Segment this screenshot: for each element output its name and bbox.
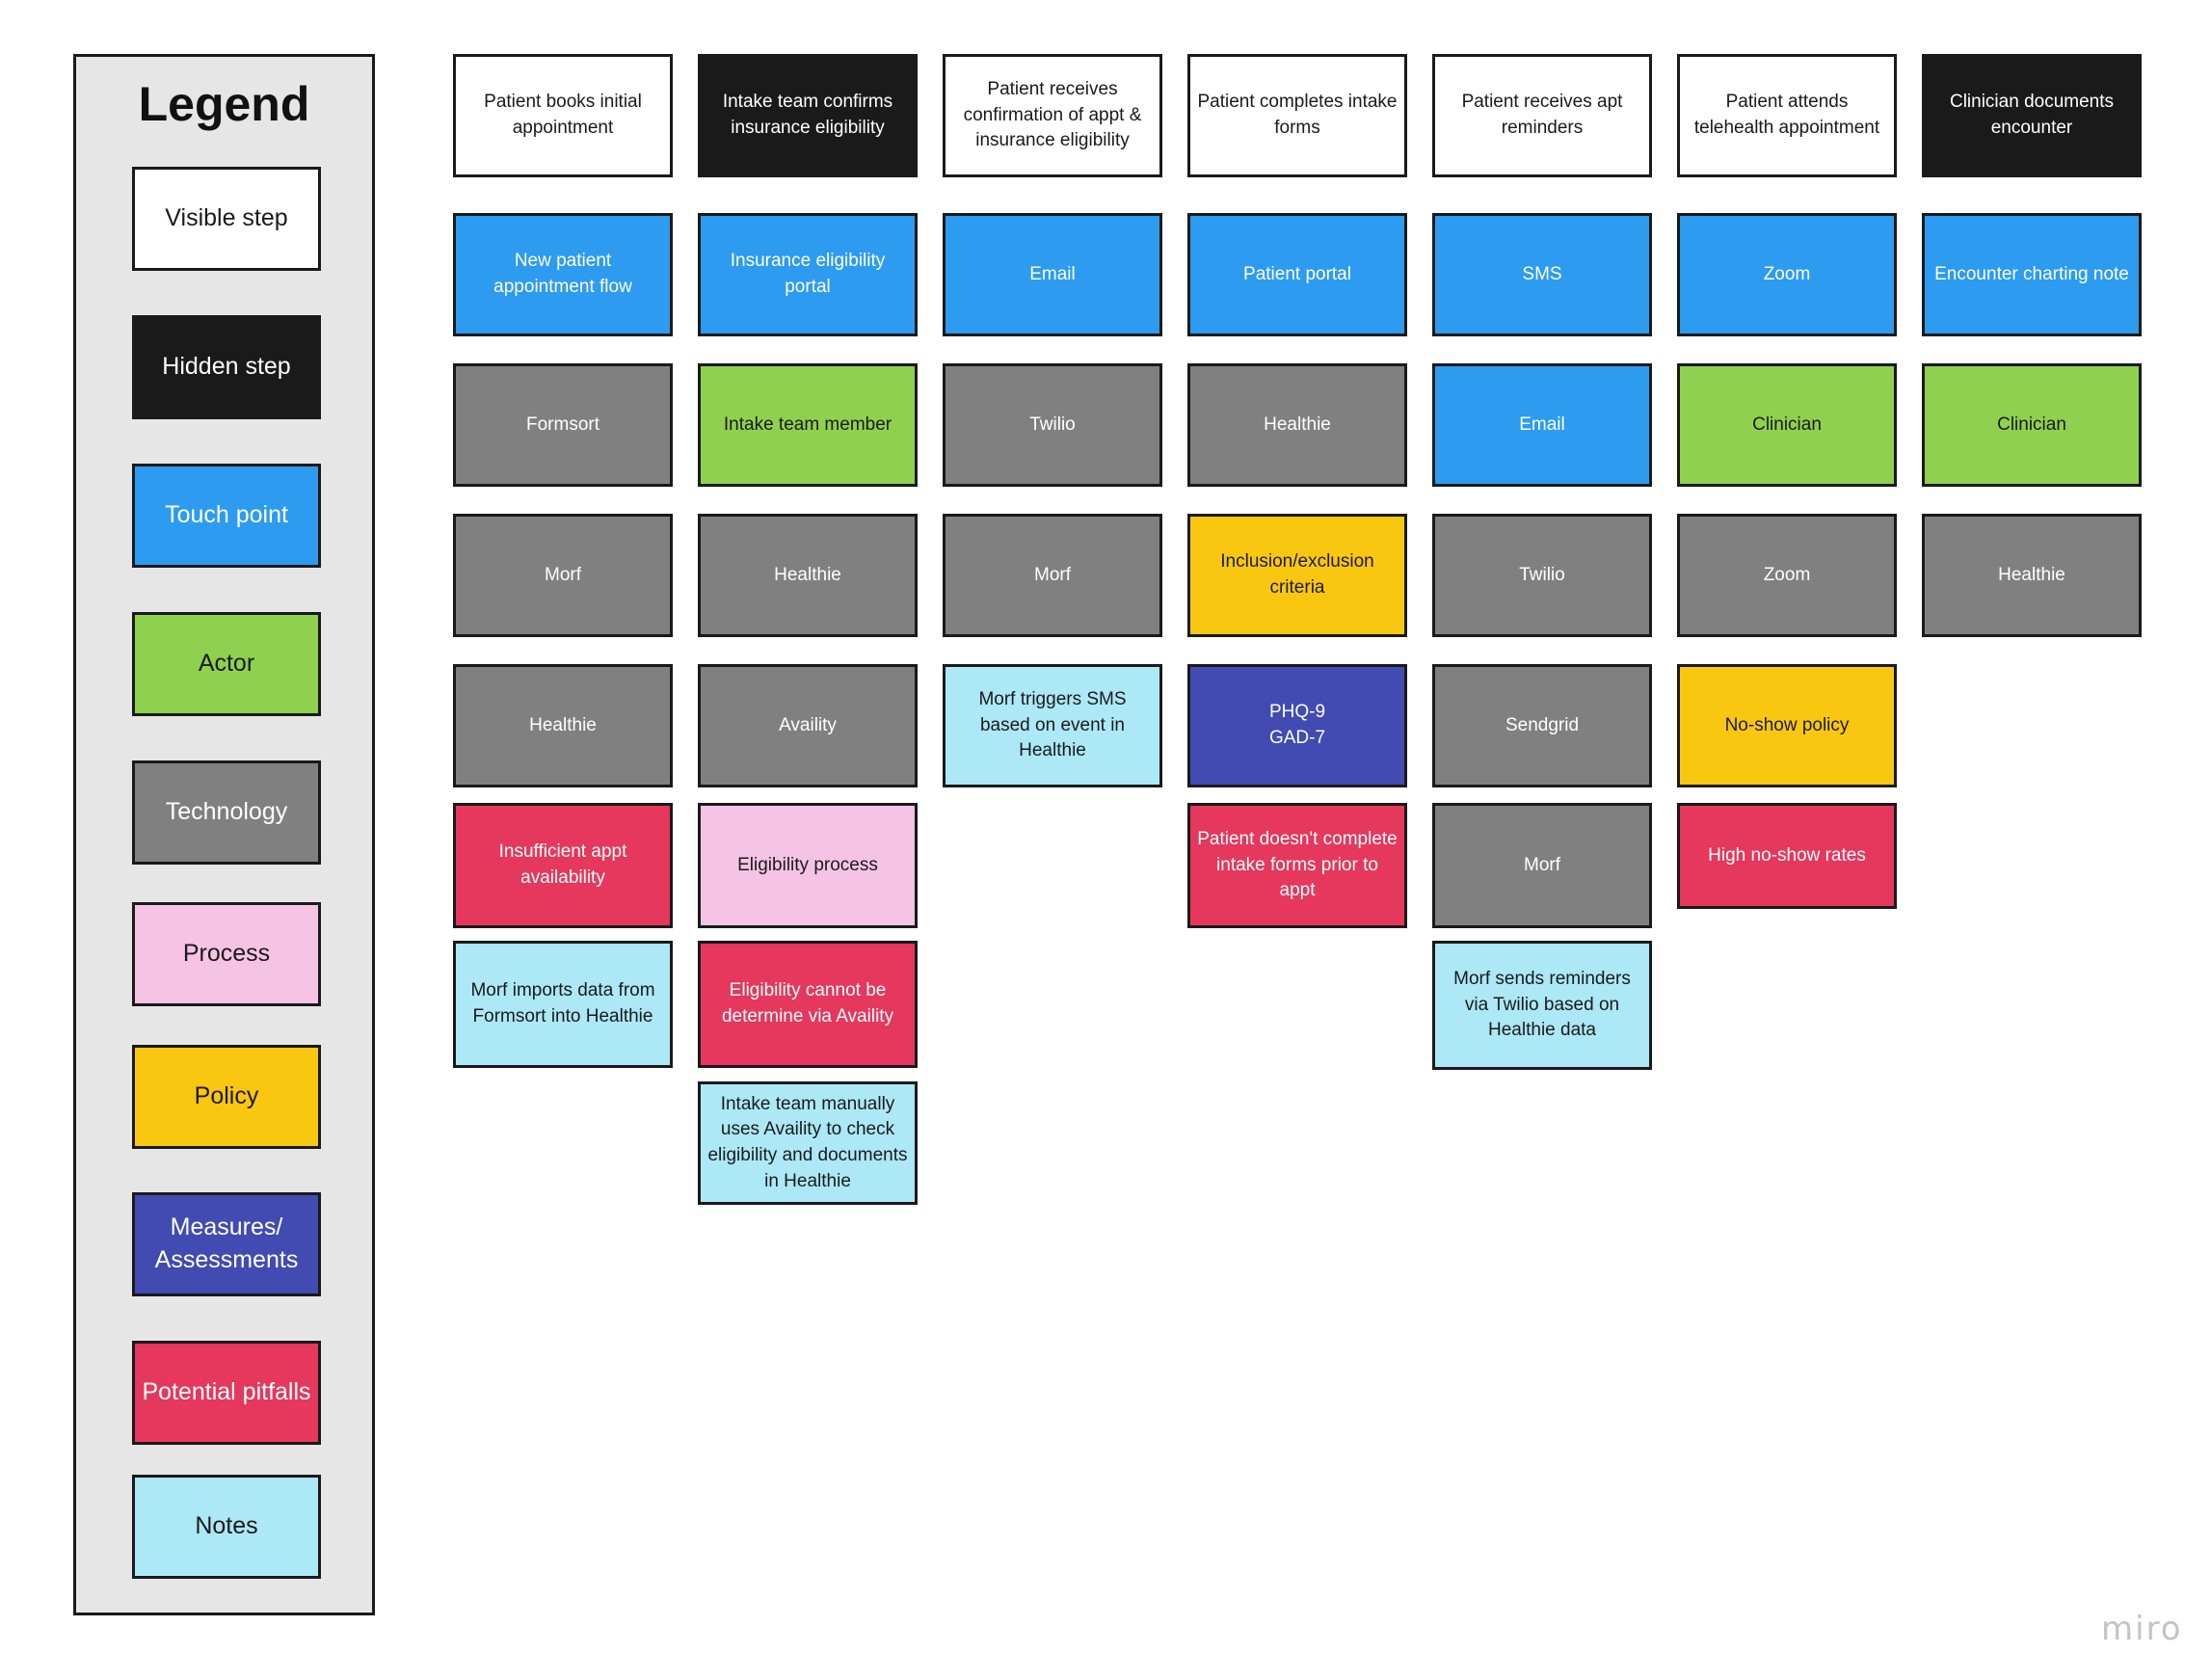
pitfall-card[interactable]: Eligibility cannot be determine via Avai… xyxy=(698,941,918,1068)
technology-card[interactable]: Morf xyxy=(453,514,673,637)
step-card[interactable]: Intake team confirms insurance eligibili… xyxy=(698,54,918,177)
touch-point-card[interactable]: Zoom xyxy=(1677,213,1897,336)
touch-point-card[interactable]: Patient portal xyxy=(1187,213,1407,336)
legend-process: Process xyxy=(132,902,321,1006)
technology-card[interactable]: Formsort xyxy=(453,363,673,487)
pitfall-card[interactable]: High no-show rates xyxy=(1677,803,1897,909)
technology-card[interactable]: Zoom xyxy=(1677,514,1897,637)
technology-card[interactable]: Availity xyxy=(698,664,918,787)
step-card[interactable]: Patient attends telehealth appointment xyxy=(1677,54,1897,177)
actor-card[interactable]: Clinician xyxy=(1677,363,1897,487)
touch-point-card[interactable]: SMS xyxy=(1432,213,1652,336)
technology-card[interactable]: Morf xyxy=(943,514,1162,637)
actor-card[interactable]: Intake team member xyxy=(698,363,918,487)
note-card[interactable]: Intake team manually uses Availity to ch… xyxy=(698,1081,918,1205)
legend-actor: Actor xyxy=(132,612,321,716)
legend-measures-assessments: Measures/ Assessments xyxy=(132,1192,321,1296)
technology-card[interactable]: Healthie xyxy=(698,514,918,637)
technology-card[interactable]: Healthie xyxy=(1922,514,2142,637)
touch-point-card[interactable]: New patient appointment flow xyxy=(453,213,673,336)
touch-point-card[interactable]: Email xyxy=(1432,363,1652,487)
technology-card[interactable]: Twilio xyxy=(1432,514,1652,637)
measure-line: GAD-7 xyxy=(1268,728,1326,748)
pitfall-card[interactable]: Insufficient appt availability xyxy=(453,803,673,928)
legend-visible-step: Visible step xyxy=(132,167,321,271)
technology-card[interactable]: Healthie xyxy=(1187,363,1407,487)
technology-card[interactable]: Sendgrid xyxy=(1432,664,1652,787)
technology-card[interactable]: Morf xyxy=(1432,803,1652,928)
legend-panel: Legend Visible step Hidden step Touch po… xyxy=(73,54,375,1615)
step-card[interactable]: Patient completes intake forms xyxy=(1187,54,1407,177)
policy-card[interactable]: No-show policy xyxy=(1677,664,1897,787)
legend-policy: Policy xyxy=(132,1045,321,1149)
technology-card[interactable]: Healthie xyxy=(453,664,673,787)
measure-card[interactable]: PHQ-9 GAD-7 xyxy=(1187,664,1407,787)
legend-touch-point: Touch point xyxy=(132,464,321,568)
touch-point-card[interactable]: Email xyxy=(943,213,1162,336)
actor-card[interactable]: Clinician xyxy=(1922,363,2142,487)
process-card[interactable]: Eligibility process xyxy=(698,803,918,928)
policy-card[interactable]: Inclusion/exclusion criteria xyxy=(1187,514,1407,637)
legend-technology: Technology xyxy=(132,760,321,865)
step-card[interactable]: Patient books initial appointment xyxy=(453,54,673,177)
measure-line: PHQ-9 xyxy=(1268,702,1326,723)
legend-title: Legend xyxy=(138,77,310,131)
note-card[interactable]: Morf sends reminders via Twilio based on… xyxy=(1432,941,1652,1070)
step-card[interactable]: Patient receives apt reminders xyxy=(1432,54,1652,177)
note-card[interactable]: Morf triggers SMS based on event in Heal… xyxy=(943,664,1162,787)
pitfall-card[interactable]: Patient doesn't complete intake forms pr… xyxy=(1187,803,1407,928)
touch-point-card[interactable]: Encounter charting note xyxy=(1922,213,2142,336)
legend-notes: Notes xyxy=(132,1475,321,1579)
step-card[interactable]: Patient receives confirmation of appt & … xyxy=(943,54,1162,177)
touch-point-card[interactable]: Insurance eligibility portal xyxy=(698,213,918,336)
step-card[interactable]: Clinician documents encounter xyxy=(1922,54,2142,177)
technology-card[interactable]: Twilio xyxy=(943,363,1162,487)
legend-hidden-step: Hidden step xyxy=(132,315,321,419)
miro-logo: miro xyxy=(2101,1610,2183,1648)
legend-potential-pitfalls: Potential pitfalls xyxy=(132,1341,321,1445)
note-card[interactable]: Morf imports data from Formsort into Hea… xyxy=(453,941,673,1068)
